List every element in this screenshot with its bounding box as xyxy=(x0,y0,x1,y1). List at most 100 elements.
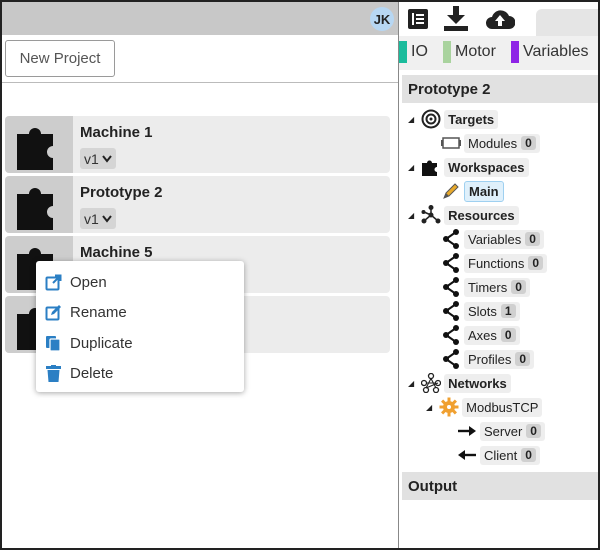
legend-label: IO xyxy=(411,43,428,60)
expand-toggle-icon[interactable]: ◢ xyxy=(408,378,415,388)
count-badge: 0 xyxy=(528,256,544,270)
panel-tab[interactable] xyxy=(536,9,598,36)
project-name: Prototype 2 xyxy=(80,184,163,201)
menu-item-label: Rename xyxy=(70,303,127,321)
variables-swatch xyxy=(511,41,519,63)
tree-node-networks[interactable]: ◢ Networks xyxy=(408,372,511,394)
network-icon xyxy=(420,373,442,393)
legend-io[interactable]: IO xyxy=(399,41,428,63)
node-name: Server xyxy=(484,423,523,439)
menu-item-label: Delete xyxy=(70,364,114,382)
count-badge: 0 xyxy=(521,448,536,462)
expand-toggle-icon[interactable]: ◢ xyxy=(408,114,415,124)
node-name: Client xyxy=(484,447,518,463)
tree-label: Networks xyxy=(444,373,511,393)
tree-label: Resources xyxy=(444,205,519,225)
puzzle-icon xyxy=(420,157,442,177)
toolbar xyxy=(399,2,598,36)
tree-node-workspaces[interactable]: ◢ Workspaces xyxy=(408,156,529,178)
project-explorer-pane: IO Motor Variables Prototype 2 ◢ Targets… xyxy=(399,2,598,548)
download-icon[interactable] xyxy=(443,6,469,32)
version-select[interactable]: v1 xyxy=(80,208,116,229)
menu-item-label: Open xyxy=(70,273,107,291)
menu-item-open[interactable]: Open xyxy=(36,267,244,297)
count-badge: 0 xyxy=(526,424,541,438)
chevron-down-icon xyxy=(102,154,112,163)
tree-node-main[interactable]: Main xyxy=(440,180,504,202)
edit-icon xyxy=(44,303,62,321)
resources-icon xyxy=(420,205,442,225)
menu-item-delete[interactable]: Delete xyxy=(36,358,244,388)
count-badge: 0 xyxy=(500,328,516,342)
list-icon[interactable] xyxy=(405,6,431,32)
pencil-icon xyxy=(440,181,462,201)
share-icon xyxy=(440,301,462,321)
count-badge: 0 xyxy=(515,352,531,366)
tree-node-targets[interactable]: ◢ Targets xyxy=(408,108,499,130)
legend-label: Motor xyxy=(455,43,496,60)
output-panel-title[interactable]: Output xyxy=(402,472,598,500)
version-label: v1 xyxy=(84,150,99,167)
share-icon xyxy=(440,349,462,369)
tree-node-resources[interactable]: ◢ Resources xyxy=(408,204,519,226)
tree-label: Targets xyxy=(444,109,499,129)
legend-motor[interactable]: Motor xyxy=(443,41,496,63)
share-icon xyxy=(440,277,462,297)
count-badge: 1 xyxy=(500,304,516,318)
io-swatch xyxy=(399,41,407,63)
node-name: Variables xyxy=(468,231,522,247)
tree-node-modbustcp[interactable]: ◢ ModbusTCP xyxy=(426,396,543,418)
puzzle-icon xyxy=(5,116,73,173)
tree-label: Main xyxy=(464,180,504,202)
project-card-prototype-2[interactable]: Prototype 2 v1 xyxy=(5,176,390,233)
project-card-machine-1[interactable]: Machine 1 v1 xyxy=(5,116,390,173)
node-name: Axes xyxy=(468,327,497,343)
top-bar: JK xyxy=(2,2,398,35)
menu-item-label: Duplicate xyxy=(70,334,133,352)
count-badge: 0 xyxy=(521,136,536,150)
trash-icon xyxy=(44,364,62,382)
expand-toggle-icon[interactable]: ◢ xyxy=(426,402,433,412)
node-name: Modules xyxy=(468,135,518,151)
pane-splitter[interactable] xyxy=(398,2,399,548)
target-icon xyxy=(420,109,442,129)
category-legend: IO Motor Variables xyxy=(399,36,598,70)
version-select[interactable]: v1 xyxy=(80,148,116,169)
project-list-pane: JK New Project Machine 1 v1 Prototype 2 … xyxy=(2,2,398,548)
arrow-right-icon xyxy=(456,421,478,441)
cloud-upload-icon[interactable] xyxy=(485,6,515,32)
share-icon xyxy=(440,325,462,345)
count-badge: 0 xyxy=(511,280,526,294)
new-project-button[interactable]: New Project xyxy=(5,40,115,77)
user-avatar[interactable]: JK xyxy=(370,7,394,31)
tree-label: ModbusTCP xyxy=(462,397,543,417)
menu-item-rename[interactable]: Rename xyxy=(36,297,244,327)
legend-variables[interactable]: Variables xyxy=(511,41,589,63)
arrow-left-icon xyxy=(456,445,478,465)
expand-toggle-icon[interactable]: ◢ xyxy=(408,210,415,220)
node-name: Slots xyxy=(468,303,497,319)
gear-icon xyxy=(438,397,460,417)
expand-toggle-icon[interactable]: ◢ xyxy=(408,162,415,172)
legend-label: Variables xyxy=(523,43,589,60)
project-name: Machine 1 xyxy=(80,124,153,141)
count-badge: 0 xyxy=(525,232,540,246)
copy-icon xyxy=(44,334,62,352)
menu-item-duplicate[interactable]: Duplicate xyxy=(36,328,244,358)
